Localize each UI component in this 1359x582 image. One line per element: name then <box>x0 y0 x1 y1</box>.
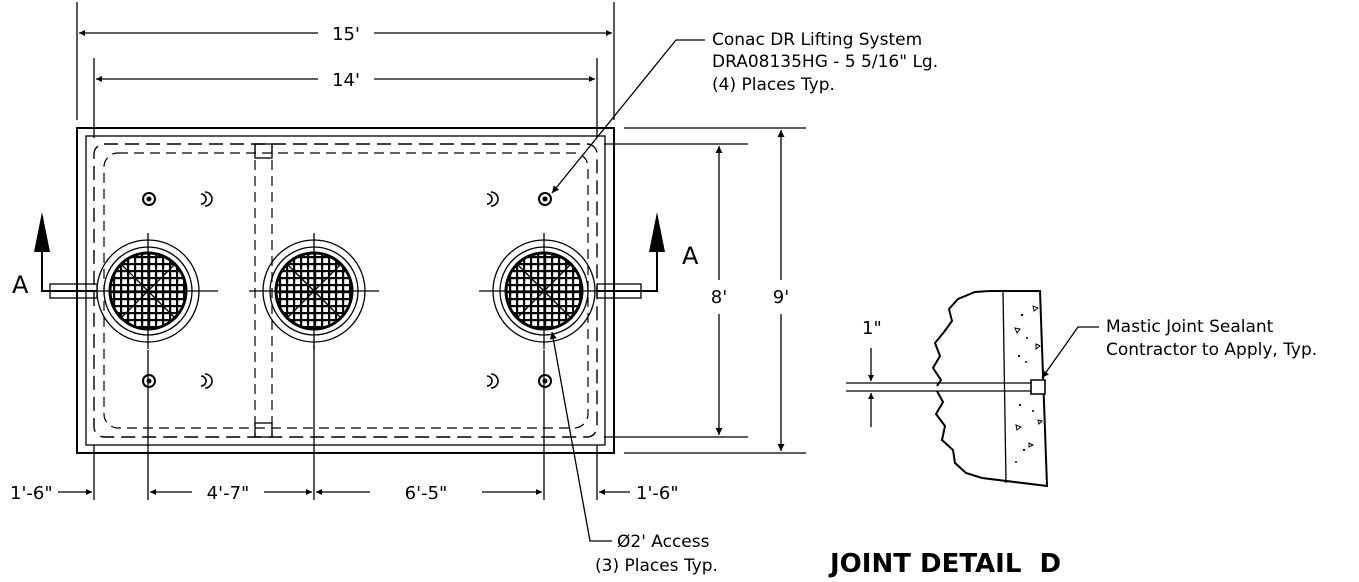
access-opening-3 <box>479 233 614 349</box>
section-cut-left: A A <box>12 212 699 299</box>
dim-spacing-2: 6'-5" <box>405 483 448 504</box>
section-mark-left: A <box>12 271 29 299</box>
dim-overall-width: 9' <box>773 287 789 308</box>
joint-gap-dim: 1" <box>862 318 882 339</box>
sealant-note-line2: Contractor to Apply, Typ. <box>1106 340 1317 360</box>
lifting-note-line2: DRA08135HG - 5 5/16" Lg. <box>712 52 938 72</box>
access-note-line1: Ø2' Access <box>617 532 710 552</box>
dim-spacing-1: 4'-7" <box>207 483 250 504</box>
lifting-note-line3: (4) Places Typ. <box>712 75 835 95</box>
access-opening-1 <box>78 233 218 349</box>
sealant-note-line1: Mastic Joint Sealant <box>1106 317 1274 337</box>
access-leader <box>549 331 612 542</box>
access-note-line2: (3) Places Typ. <box>595 556 718 576</box>
vault-outline <box>76 127 615 454</box>
extension-lines <box>76 2 806 500</box>
anchor-mark-icon <box>200 191 499 389</box>
lifting-note-line1: Conac DR Lifting System <box>712 30 922 50</box>
dimension-lines <box>58 30 785 495</box>
dim-inner-length: 14' <box>332 70 360 91</box>
lifting-leader <box>551 39 705 194</box>
dim-right-offset: 1'-6" <box>636 483 679 504</box>
lifting-insert-icon <box>142 192 552 388</box>
dim-overall-length: 15' <box>332 24 360 45</box>
section-mark-right: A <box>682 242 699 270</box>
joint-detail-title: JOINT DETAIL D <box>828 549 1061 579</box>
access-opening-2 <box>249 233 379 349</box>
dim-left-offset: 1'-6" <box>10 483 53 504</box>
joint-detail-drawing <box>846 290 1099 488</box>
dim-inner-width: 8' <box>711 287 727 308</box>
